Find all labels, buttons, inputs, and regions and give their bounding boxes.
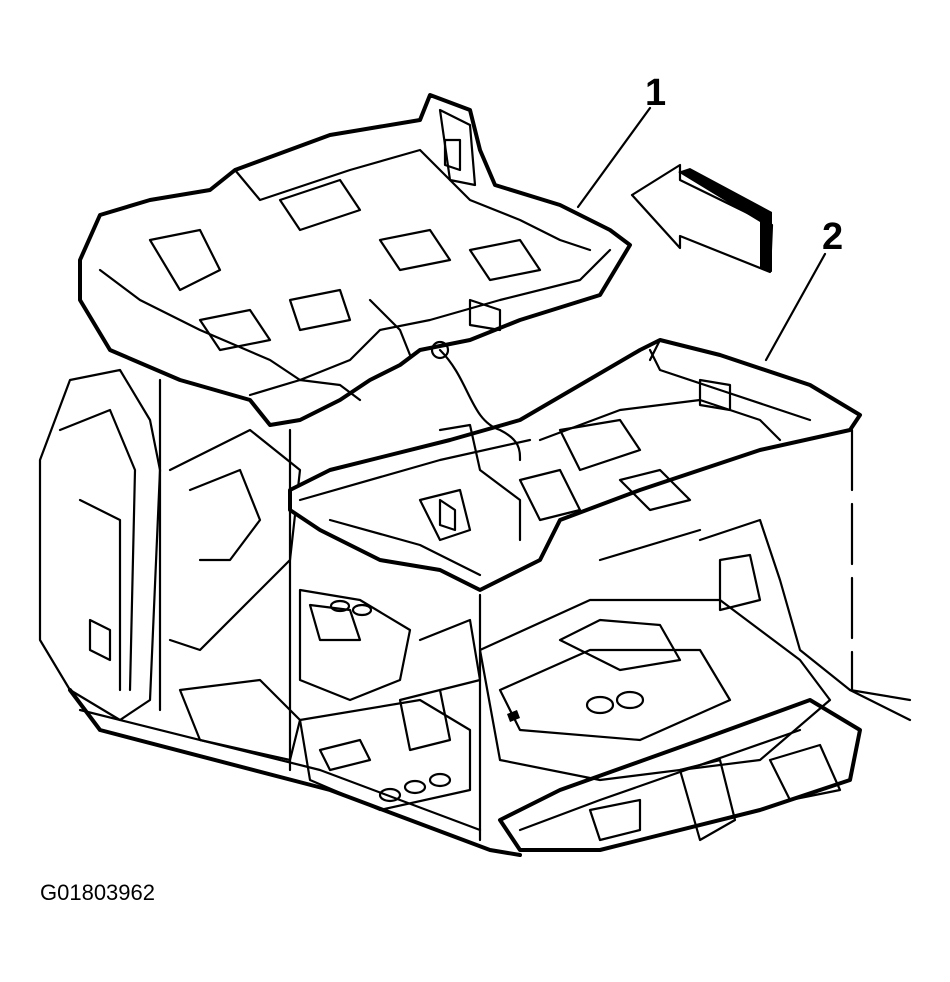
front-direction-arrow-icon (630, 163, 774, 274)
figure-id-label: G01803962 (40, 880, 155, 905)
callout-2-leader (764, 252, 827, 362)
callout-1-leader (576, 106, 652, 209)
alignment-lines (158, 378, 854, 842)
callout-2-label: 2 (822, 216, 844, 258)
callout-1-label: 1 (645, 72, 667, 114)
front-floor-carpet (78, 93, 632, 427)
rear-floor-carpet (288, 338, 862, 592)
wiring-harness (438, 348, 522, 462)
vehicle-floor-pan (38, 368, 912, 857)
